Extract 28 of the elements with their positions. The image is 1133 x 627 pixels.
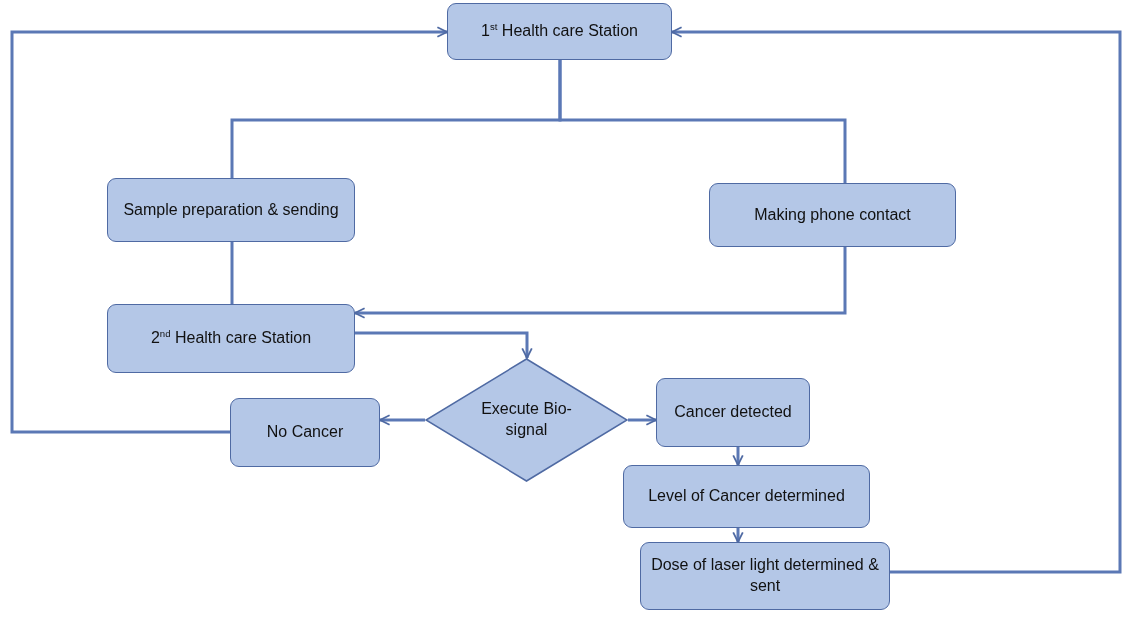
arrow	[379, 414, 425, 426]
process-box	[709, 183, 956, 247]
process-box	[107, 304, 355, 373]
box-label: Sample preparation & sending	[123, 199, 339, 220]
decision-diamond	[425, 358, 628, 482]
arrow	[354, 247, 847, 319]
arrow	[628, 414, 657, 426]
arrow	[355, 331, 533, 359]
process-box	[447, 3, 672, 60]
box-label: Level of Cancer determined	[648, 486, 845, 507]
box-label: Cancer detected	[674, 402, 792, 423]
connector-line	[230, 242, 234, 304]
box-label: No Cancer	[266, 422, 344, 443]
box-label: Making phone contact	[754, 204, 911, 225]
process-box	[640, 542, 890, 610]
arrow	[732, 447, 744, 466]
box-label: 1$^{st}$ Health care Station	[481, 20, 638, 42]
box-label: Dose of laser light determined & sent	[650, 555, 880, 596]
box-label: Execute Bio-signal	[480, 399, 573, 440]
process-box	[656, 378, 810, 447]
connector-line	[558, 60, 847, 183]
process-box	[230, 398, 380, 467]
process-box	[107, 178, 355, 242]
box-label: 2$^{nd}$ Health care Station	[150, 327, 312, 349]
arrow	[671, 26, 1122, 574]
arrow	[10, 26, 448, 434]
process-box	[623, 465, 870, 528]
arrow	[732, 528, 744, 543]
